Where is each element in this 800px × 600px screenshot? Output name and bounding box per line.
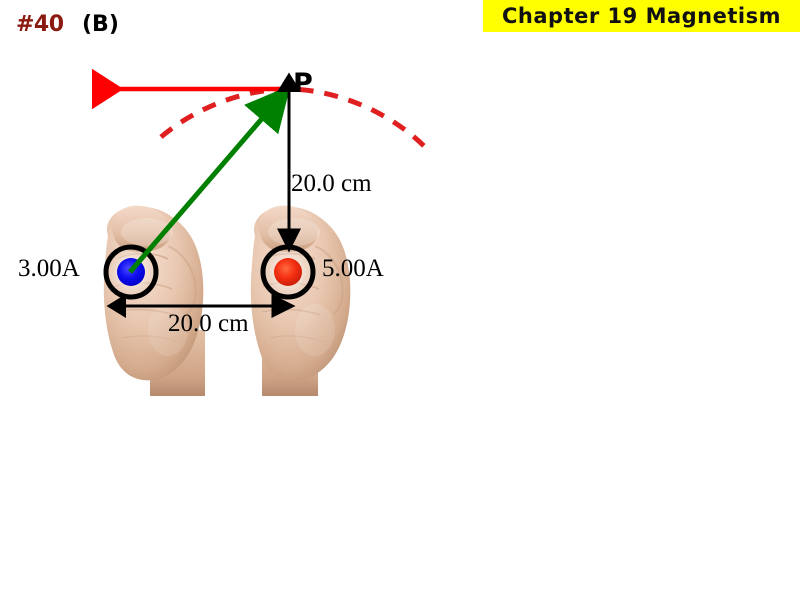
right-wire-current-dot [274,258,302,286]
left-hand-fist-image [103,205,205,396]
problem-part-label: (B) [82,12,119,37]
chapter-banner: Chapter 19 Magnetism [483,0,800,32]
problem-number-label: #40 [16,12,64,37]
left-wire-current-label: 3.00A [18,255,80,282]
vertical-distance-label: 20.0 cm [291,170,372,197]
radius-vector-arrow-green [128,85,291,274]
right-wire-current-label: 5.00A [322,255,384,282]
right-wire-current-symbol [260,244,316,300]
horizontal-distance-label: 20.0 cm [168,310,249,337]
chapter-banner-label: Chapter 19 Magnetism [502,4,781,28]
point-p-label: P [293,68,313,99]
right-hand-fist-image [250,205,351,396]
